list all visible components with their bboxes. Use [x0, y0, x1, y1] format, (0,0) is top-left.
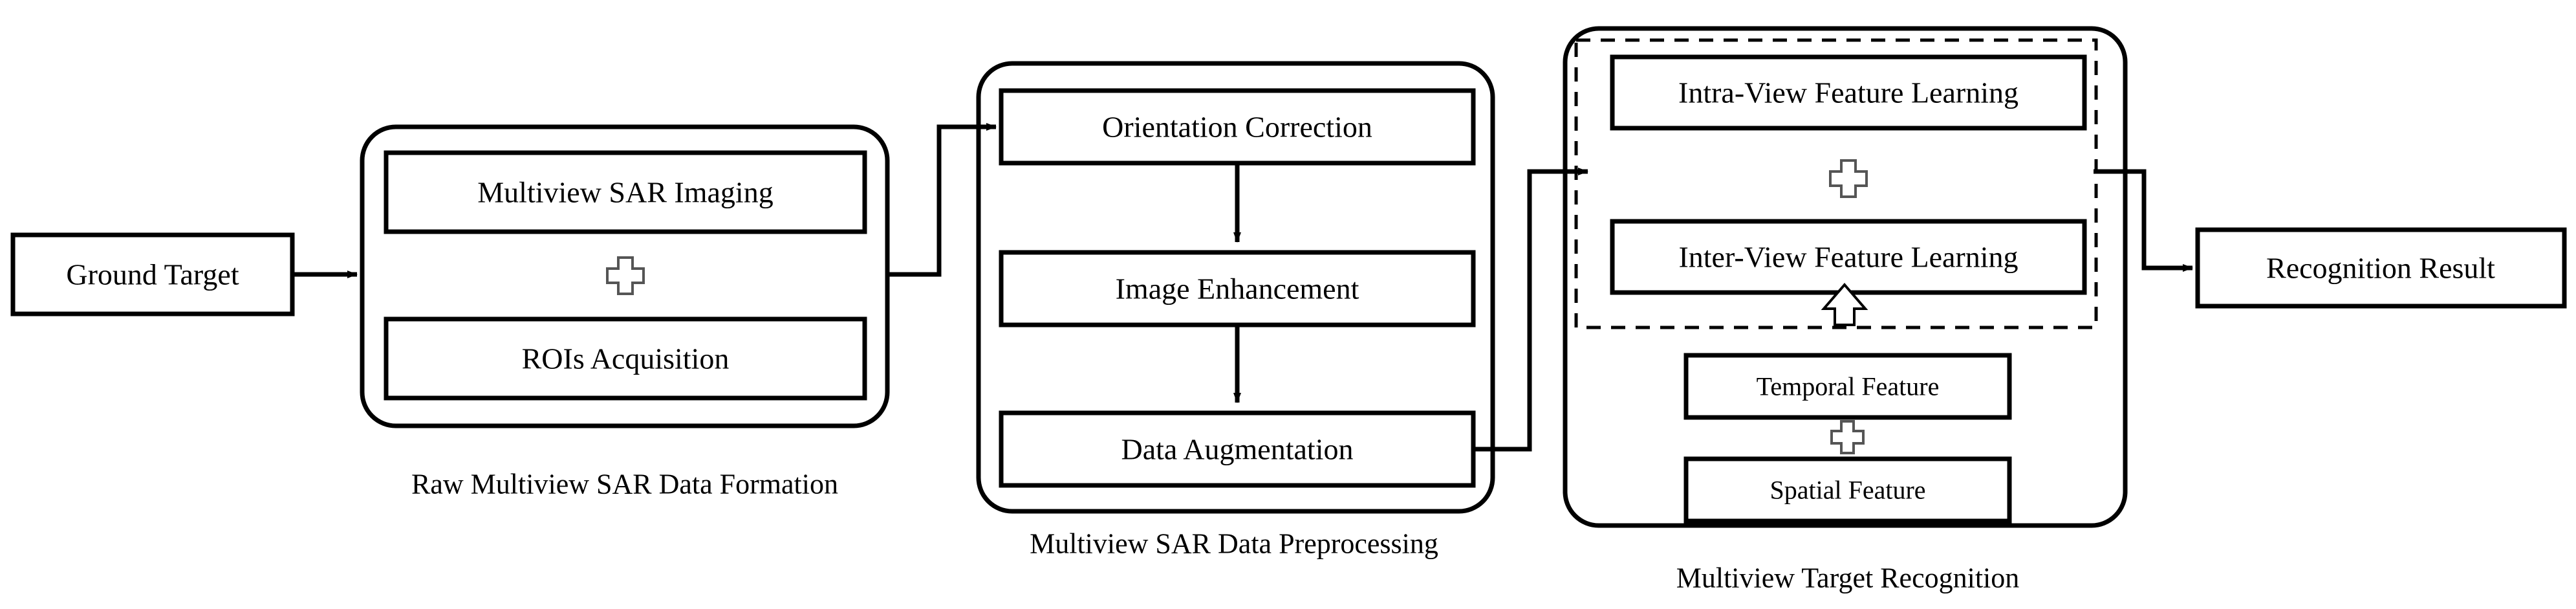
group-feature-learning-dashed	[1574, 38, 2098, 329]
node-label-orientation-correction: Orientation Correction	[1102, 110, 1372, 144]
plus-operator-icon-2	[1829, 159, 1868, 198]
connector-stage1-to-stage2	[887, 123, 997, 277]
connector-stage2-to-stage3	[1473, 168, 1588, 452]
node-inter-view-feature-learning	[1610, 219, 2087, 295]
node-label-image-enhancement: Image Enhancement	[1115, 272, 1359, 305]
node-spatial-feature	[1683, 456, 2012, 524]
plus-operator-icon-1	[606, 256, 645, 295]
caption-stage1: Raw Multiview SAR Data Formation	[411, 468, 838, 500]
node-intra-view-feature-learning	[1610, 54, 2087, 131]
node-label-intra-view-feature-learning: Intra-View Feature Learning	[1678, 76, 2019, 109]
node-label-rois-acquisition: ROIs Acquisition	[521, 342, 730, 375]
caption-stage2: Multiview SAR Data Preprocessing	[1030, 527, 1438, 560]
plus-operator-icon-3	[1830, 420, 1865, 454]
node-label-spatial-feature: Spatial Feature	[1770, 475, 1926, 505]
node-label-data-augmentation: Data Augmentation	[1121, 432, 1354, 466]
node-label-ground-target: Ground Target	[66, 258, 239, 291]
node-label-recognition-result: Recognition Result	[2266, 251, 2495, 285]
node-label-inter-view-feature-learning: Inter-View Feature Learning	[1678, 240, 2019, 274]
hollow-up-arrow-icon	[1821, 282, 1868, 326]
node-multiview-sar-imaging	[384, 150, 867, 234]
node-rois-acquisition	[384, 316, 867, 401]
node-label-multiview-sar-imaging: Multiview SAR Imaging	[477, 175, 774, 209]
node-label-temporal-feature: Temporal Feature	[1756, 371, 1940, 401]
node-temporal-feature	[1683, 353, 2012, 420]
connector-stage3-to-recognition-result	[2094, 169, 2193, 272]
node-ground-target	[10, 232, 295, 316]
caption-stage3: Multiview Target Recognition	[1676, 562, 2020, 594]
node-recognition-result	[2195, 227, 2567, 309]
